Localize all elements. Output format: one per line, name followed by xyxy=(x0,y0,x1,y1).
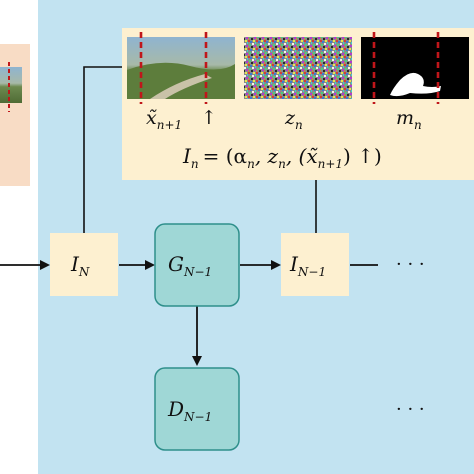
label-m: mn xyxy=(396,107,422,132)
node-generator-sub: N−1 xyxy=(183,265,212,279)
left-thumbnail xyxy=(0,62,22,112)
ellipsis-bottom: · · · xyxy=(396,399,425,420)
label-m-main: m xyxy=(396,107,414,129)
label-x-main: x̃ xyxy=(146,107,157,129)
label-x-sub: n+1 xyxy=(157,118,182,132)
node-discriminator-label: DN−1 xyxy=(167,397,212,424)
node-generator-label: GN−1 xyxy=(168,252,212,279)
ellipsis-top: · · · xyxy=(396,254,425,275)
formula-tail: , (x̃ xyxy=(286,144,318,168)
node-input-N1-main: I xyxy=(289,252,299,276)
node-discriminator: DN−1 xyxy=(154,367,240,451)
mask-image xyxy=(361,32,469,104)
label-x: x̃n+1 xyxy=(146,107,182,132)
node-input-N: IN xyxy=(50,233,118,296)
node-input-N-label: IN xyxy=(70,252,90,279)
left-panel xyxy=(0,44,30,186)
formula-rest-sub: n xyxy=(278,157,286,171)
formula-rest: , z xyxy=(255,144,279,168)
node-input-N-main: I xyxy=(70,252,80,276)
label-x-up-arrow: ↑ xyxy=(201,107,217,129)
connector-inputs-to-IN xyxy=(83,66,122,233)
formula-lhs: I xyxy=(182,144,192,168)
formula: In= (αn, zn, (x̃n+1) ↑) xyxy=(182,144,382,171)
node-discriminator-main: D xyxy=(167,397,184,421)
formula-rhs-sub: n xyxy=(247,157,255,171)
prev-scale-image xyxy=(127,32,235,104)
formula-tail-sub: n+1 xyxy=(318,157,343,171)
formula-rhs: = (α xyxy=(203,144,247,168)
node-discriminator-sub: N−1 xyxy=(183,410,212,424)
node-input-N1-sub: N−1 xyxy=(297,265,326,279)
node-input-N-sub: N xyxy=(78,265,90,279)
label-m-sub: n xyxy=(414,118,422,132)
node-input-N1: IN−1 xyxy=(281,233,349,296)
formula-end: ) ↑) xyxy=(343,144,382,168)
label-z: zn xyxy=(284,107,303,132)
node-input-N1-label: IN−1 xyxy=(289,252,326,279)
node-generator: GN−1 xyxy=(154,223,240,307)
label-z-sub: n xyxy=(295,118,303,132)
formula-lhs-sub: n xyxy=(191,157,199,171)
node-generator-main: G xyxy=(168,252,184,276)
noise-image xyxy=(244,37,352,99)
label-z-main: z xyxy=(284,107,296,129)
